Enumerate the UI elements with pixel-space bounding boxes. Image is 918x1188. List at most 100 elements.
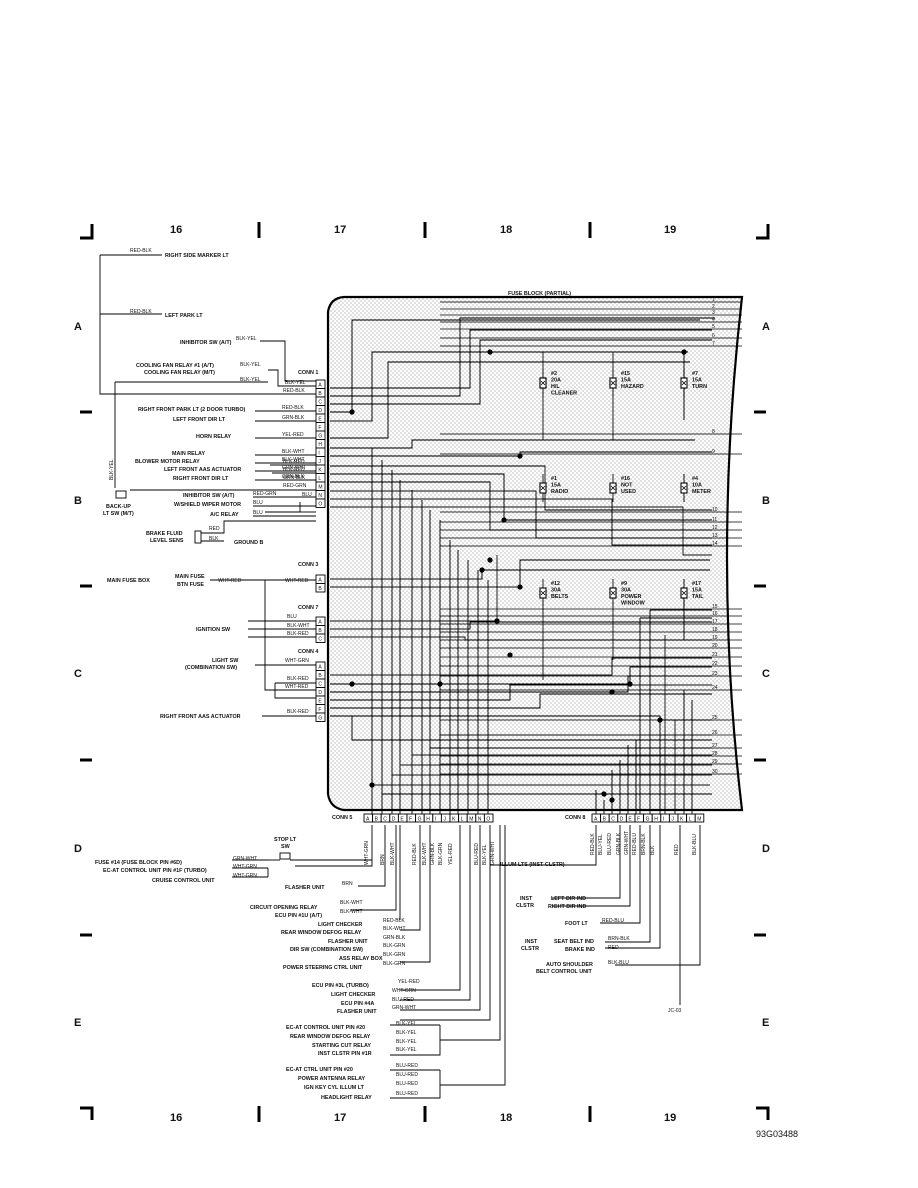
fuse-desc1-7: POWER — [621, 594, 641, 600]
foot-lt-label: FOOT LT — [565, 921, 588, 927]
conn1-wire-2: YEL-RED — [282, 432, 304, 438]
conn8-pin-j: J — [671, 817, 674, 823]
bottom-left-wire-13: WHT-GRN — [392, 988, 416, 994]
bottom-right-wires — [490, 825, 701, 1005]
bottom-left-label-21: POWER ANTENNA RELAY — [298, 1076, 365, 1082]
conn3-wire-2: WHT-RED — [285, 578, 309, 584]
left-top-wires — [99, 254, 316, 491]
bottom-left-label-14: ECU PIN #4A — [341, 1001, 374, 1007]
bus-number-30: 30 — [712, 769, 718, 775]
fuse-desc1-4: NOT — [621, 483, 633, 489]
bottom-left-label-15: FLASHER UNIT — [337, 1009, 377, 1015]
fuse-amp-3: 15A — [551, 483, 561, 489]
wire-red-blk-b: RED-BLK — [130, 309, 152, 315]
reference-code: 93G03488 — [756, 1129, 798, 1139]
bottom-left-label-20: EC-AT CTRL UNIT PIN #20 — [286, 1067, 353, 1073]
conn8-vert-wire-2: BLU-RED — [607, 833, 613, 855]
bus-numbers: 1234567891011121314151617181920212223242… — [712, 297, 718, 775]
conn4-pin-e: E — [318, 699, 322, 705]
conn8-vert-wire-6: BRN-BLK — [641, 833, 647, 855]
conn1-pin-k: K — [318, 468, 322, 474]
conn5-vert-wire-5: GRN-BLK — [430, 842, 436, 865]
bus-number-9: 9 — [712, 449, 715, 455]
backup-switch-icon — [115, 490, 127, 499]
conn1-wire-r5: BLU — [302, 492, 312, 498]
conn5-vert-wire-6: BLK-GRN — [438, 842, 444, 865]
bottom-left-label-19: INST CLSTR PIN #1R — [318, 1051, 372, 1057]
conn1-label-9: A/C RELAY — [210, 512, 239, 518]
conn8-vert-wire-3: GRN-BLK — [616, 832, 622, 855]
bottom-left-label-12: ECU PIN #3L (TURBO) — [312, 983, 369, 989]
conn1-left-labels: RIGHT FRONT PARK LT (2 DOOR TURBO) RED-BL… — [135, 405, 316, 518]
conn1-wire-0: RED-BLK — [282, 405, 304, 411]
conn7-label: CONN 7 — [298, 605, 318, 611]
conn3-pin-a: A — [318, 578, 322, 584]
fuse-group: #220AH/LCLEANER#1515AHAZARD#715ATURN#115… — [539, 369, 711, 607]
conn1-pin-d: D — [318, 408, 322, 414]
cooling-fan-1-label: COOLING FAN RELAY #1 (A/T) — [136, 363, 214, 369]
conn5-pin-g: G — [418, 817, 422, 823]
bus-number-28: 28 — [712, 751, 718, 757]
conn4-wires — [255, 664, 316, 717]
row-label-right-d: D — [762, 843, 770, 855]
conn5-pin-a: A — [366, 817, 370, 823]
btn-fuse-label: BTN FUSE — [177, 582, 204, 588]
conn8-vert-wire-1: BLU-YEL — [598, 834, 604, 855]
fuse-num-3: #1 — [551, 476, 557, 482]
conn8-vert-wire-7: BLK — [650, 845, 656, 855]
bus-number-20: 20 — [712, 643, 718, 649]
conn8-pin-i: I — [663, 817, 664, 823]
inst-clstr-2-inst: INST — [525, 939, 538, 945]
bottom-left-wire-0: GRN-WHT — [233, 856, 257, 862]
conn8-pin-d: D — [620, 817, 624, 823]
fuse-desc2-4: USED — [621, 489, 636, 495]
row-label-left-c: C — [74, 668, 82, 680]
backup-label-2: LT SW (M/T) — [103, 511, 134, 517]
conn1-right-wire-labels: BLK-RED BLK-RED GRN-BLK RED-GRN BLU — [283, 459, 312, 498]
bottom-left-label-3: FLASHER UNIT — [285, 885, 325, 891]
junction-dots — [349, 349, 687, 803]
bus-number-6: 6 — [712, 333, 715, 339]
conn1-label-8: W/SHIELD WIPER MOTOR — [174, 502, 241, 508]
illum-lts-label: ILLUM LTS (INST CLSTR) — [500, 862, 565, 868]
conn5-pin-m: M — [469, 817, 473, 823]
bottom-left-wire-15: GRN-WHT — [392, 1005, 416, 1011]
bottom-left-wires — [232, 825, 506, 1099]
conn1-pin-e: E — [318, 417, 322, 423]
conn8-pin-h: H — [654, 817, 658, 823]
ignition-sw-label: IGNITION SW — [196, 627, 231, 633]
bus-number-24: 24 — [712, 685, 718, 691]
row-label-right-c: C — [762, 668, 770, 680]
conn4-label: CONN 4 — [298, 649, 318, 655]
fuse-num-0: #2 — [551, 371, 557, 377]
conn8-vert-wire-8: RED — [674, 844, 680, 855]
bottom-left-wire-17: BLK-YEL — [396, 1030, 417, 1036]
main-fuse-label: MAIN FUSE — [175, 574, 205, 580]
conn4-wire-4: BLK-RED — [287, 709, 309, 715]
bus-number-22: 22 — [712, 661, 718, 667]
conn4-pin-f: F — [318, 707, 321, 713]
conn1-label: CONN 1 — [298, 370, 318, 376]
conn5-pin-l: L — [461, 817, 464, 823]
inhibitor-at-label: INHIBITOR SW (A/T) — [180, 340, 232, 346]
main-fuse-box-label: MAIN FUSE BOX — [107, 578, 150, 584]
bottom-left-wire-22: BLU-RED — [396, 1081, 418, 1087]
right-front-aas-label: RIGHT FRONT AAS ACTUATOR — [160, 714, 241, 720]
inst-clstr-1-clstr: CLSTR — [516, 903, 534, 909]
bottom-left-wire-23: BLU-RED — [396, 1091, 418, 1097]
bus-number-10: 10 — [712, 507, 718, 513]
conn1-wire-9: BLU — [253, 510, 263, 516]
conn7-pin-box-c — [315, 633, 326, 643]
conn8-pin-box-m — [694, 813, 705, 823]
conn1-label-0: RIGHT FRONT PARK LT (2 DOOR TURBO) — [138, 407, 246, 413]
fuse-amp-7: 30A — [621, 588, 631, 594]
conn5-pin-i: I — [435, 817, 436, 823]
conn5-vert-wire-0: WHT-GRN — [364, 841, 370, 865]
conn5-pin-k: K — [452, 817, 456, 823]
conn8-pin-b: B — [603, 817, 607, 823]
